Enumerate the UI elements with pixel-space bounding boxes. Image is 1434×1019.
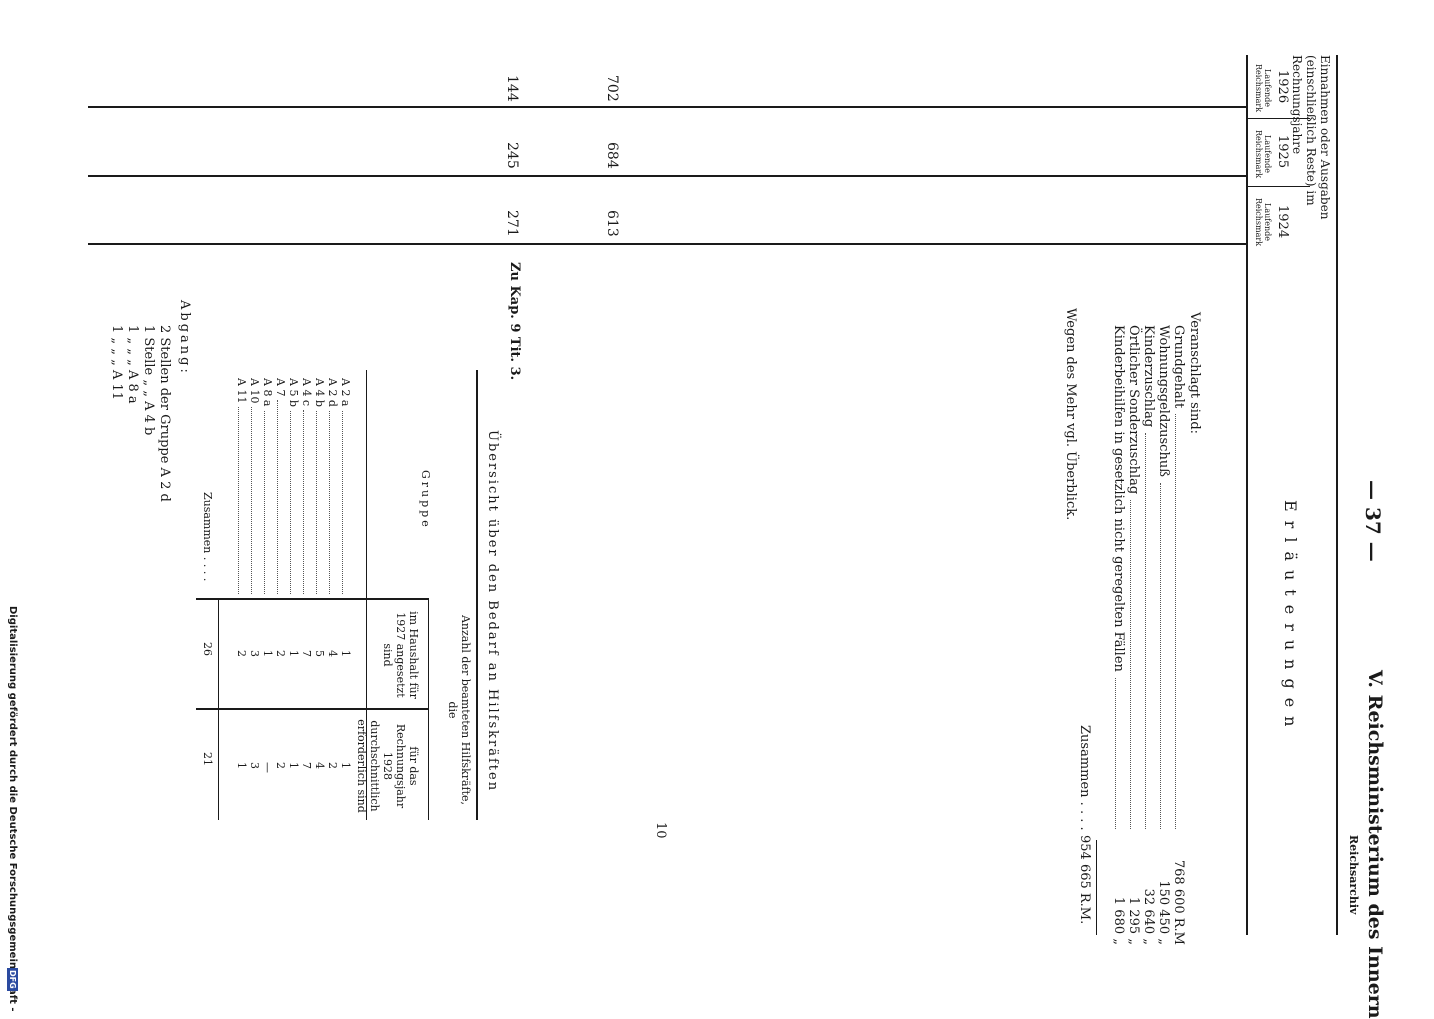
abgang-item: 1 „ „ „ A 11 — [109, 325, 124, 401]
column-rule-1924 — [88, 243, 1248, 245]
table-header-title: Einnahmen oder Ausgaben (einschließlich … — [1290, 55, 1332, 220]
counts-1927: 1 4 5 7 1 2 1 3 2 — [235, 650, 352, 670]
abgang-item: 1 Stelle „ „ A 4 b — [141, 325, 156, 436]
col-header-anzahl: Anzahl der beamteten Hilfskräfte, die — [446, 614, 472, 806]
header-rule — [1336, 55, 1338, 935]
unit-1926: Laufende Reichsmark — [1254, 63, 1272, 113]
count-cell: 7 — [300, 650, 313, 657]
table-row: A 4 c — [300, 378, 313, 598]
table-row: A 2 a — [339, 378, 352, 598]
abgang-item: 2 Stellen der Gruppe A 2 d — [157, 325, 172, 502]
hilfskraefte-table-title: Übersicht über den Bedarf an Hilfskräfte… — [485, 430, 500, 793]
hilfskraefte-total-1928: 21 — [201, 752, 214, 766]
total-rule — [1096, 840, 1097, 935]
count-cell: 1 — [339, 650, 352, 657]
table-row: A 4 b — [313, 378, 326, 598]
table-row: A 5 b — [287, 378, 300, 598]
count-cell: 3 — [248, 650, 261, 657]
mehr-note: Wegen des Mehr vgl. Überblick. — [1063, 308, 1078, 521]
amount-1924-row2: 271 — [504, 210, 520, 237]
count-cell: 3 — [248, 762, 261, 769]
year-block-divider — [1246, 186, 1310, 187]
amount-1926-row1: 702 — [604, 75, 620, 102]
abgang-title: Abgang: — [177, 300, 192, 376]
col-header-1928: für das Rechnungsjahr 1928 durchschnittl… — [355, 719, 420, 813]
year-1926: 1926 — [1275, 70, 1290, 104]
column-rule-1925 — [88, 175, 1248, 177]
year-1924: 1924 — [1275, 205, 1290, 239]
year-block-divider — [1246, 118, 1310, 119]
funding-note: Digitalisierung gefördert durch die Deut… — [7, 606, 18, 1012]
abgang-item: 1 „ „ „ A 8 a — [125, 325, 140, 404]
erlaeuterungen-total-label: Zusammen . . . . — [1077, 725, 1092, 831]
table-row: A 2 d — [326, 378, 339, 598]
table-sum-rule — [218, 598, 219, 820]
column-rule-1926 — [88, 106, 1248, 108]
archive-label: Reichsarchiv — [1347, 835, 1360, 915]
hilfskraefte-total-1927: 26 — [201, 642, 214, 656]
count-cell: 1 — [261, 650, 274, 657]
kap-label: Zu Kap. 9 Tit. 3. — [507, 262, 522, 381]
amount-1924-row1: 613 — [604, 210, 620, 237]
veranschlagt-intro: Veranschlagt sind: — [1187, 312, 1202, 435]
folio-number: 10 — [653, 822, 668, 839]
counts-1928: 1 2 4 7 1 2 — 3 1 — [235, 762, 352, 782]
table-row: A 10 — [248, 378, 261, 598]
page-number: — 37 — — [1361, 480, 1385, 562]
table-row: A 8 a — [261, 378, 274, 598]
count-cell: 7 — [300, 762, 313, 769]
erlaeuterungen-total-value: 954 665 R.M. — [1077, 835, 1092, 925]
count-cell: 1 — [287, 762, 300, 769]
table-head-rule — [366, 370, 367, 820]
section-title: V. Reichsministerium des Innern — [1364, 670, 1386, 1019]
count-cell: 2 — [235, 650, 248, 657]
count-cell: 2 — [274, 762, 287, 769]
detail-row: Kinderbeihilfen in gesetzlich nicht gere… — [1111, 325, 1126, 945]
col-header-1927: im Haushalt für 1927 angesetzt sind — [381, 611, 420, 699]
count-cell: 4 — [313, 762, 326, 769]
unit-1925: Laufende Reichsmark — [1254, 129, 1272, 179]
table-col-rule — [196, 708, 428, 710]
count-cell: 4 — [326, 650, 339, 657]
count-cell: 1 — [339, 762, 352, 769]
amount-1926-row2: 144 — [504, 75, 520, 102]
table-col-rule — [196, 598, 428, 600]
amount-1925-row1: 684 — [604, 142, 620, 169]
count-cell: — — [261, 762, 274, 773]
year-1925: 1925 — [1275, 135, 1290, 169]
table-row: A 7 — [274, 378, 287, 598]
table-row: A 11 — [235, 378, 248, 598]
count-cell: 2 — [326, 762, 339, 769]
header-rule-inner — [1246, 55, 1248, 935]
col-header-gruppe: Gruppe — [419, 470, 432, 530]
count-cell: 5 — [313, 650, 326, 657]
group-rows: A 2 a A 2 d A 4 b A 4 c A 5 b A 7 A 8 a … — [235, 378, 352, 598]
erlaeuterungen-heading: Erläuterungen — [1281, 500, 1300, 736]
count-cell: 1 — [235, 762, 248, 769]
dfg-logo: DFG — [7, 968, 18, 991]
table-subhead-rule — [428, 598, 429, 820]
unit-1924: Laufende Reichsmark — [1254, 197, 1272, 247]
table-top-rule — [476, 370, 478, 820]
count-cell: 2 — [274, 650, 287, 657]
hilfskraefte-total-label: Zusammen . . . . — [201, 492, 214, 582]
amount-1925-row2: 245 — [504, 142, 520, 169]
count-cell: 1 — [287, 650, 300, 657]
